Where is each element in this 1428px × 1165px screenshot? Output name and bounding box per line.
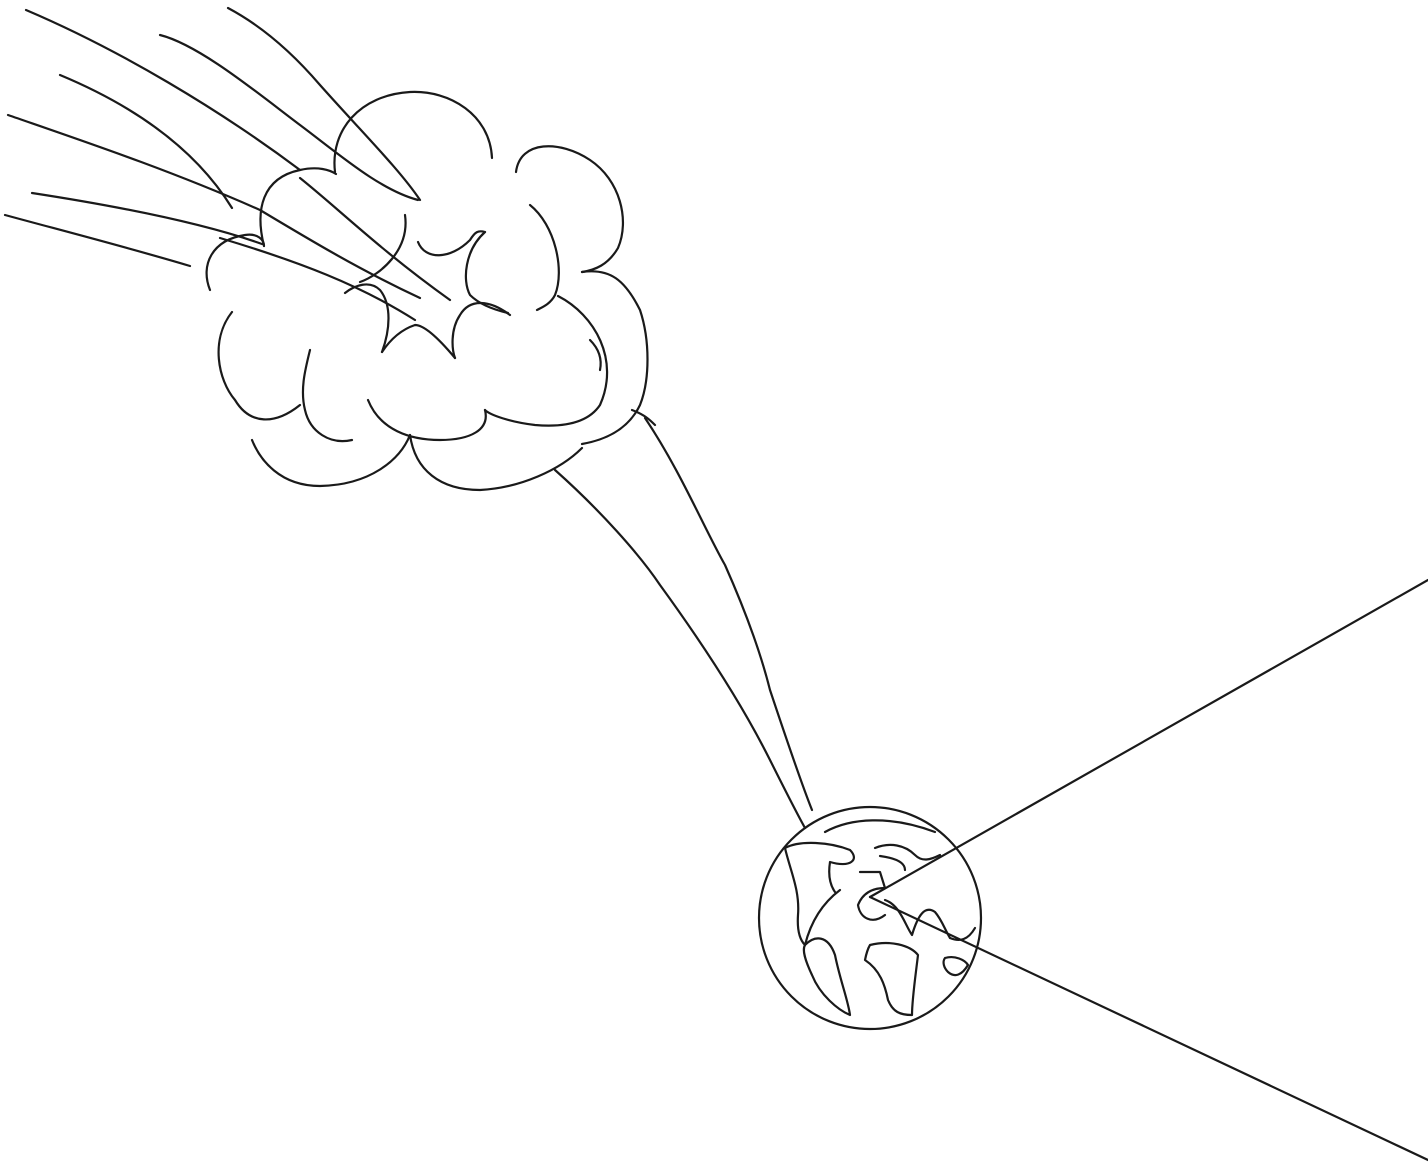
motion-line [228,8,420,200]
continent-outline [950,928,975,940]
cloud-inner [485,296,607,426]
cloud-lobe [582,271,648,444]
cloud-lobe [334,92,492,172]
continent-outline [944,957,968,975]
cloud-inner [368,400,486,440]
cloud-inner [345,284,389,352]
cloud-inner [530,205,559,310]
motion-line [26,10,300,170]
cloud-lobe [260,168,336,246]
motion-line [5,215,190,266]
continent-outline [880,856,905,870]
light-cone [870,580,1428,1160]
motion-lines [5,8,450,320]
continent-outline [785,848,805,945]
cloud-lobe [410,435,582,490]
cloud-inner [590,340,601,370]
cloud-lobe [516,146,623,272]
motion-line [160,35,418,200]
smoke-trail [555,418,812,828]
continent-outline [804,890,850,1015]
cloud-inner [466,232,508,313]
motion-line [8,115,420,298]
continent-outline [825,820,935,832]
trail-line [555,470,805,828]
beam-lower [870,897,1428,1160]
motion-line [300,178,450,300]
cloud-inner [382,325,455,358]
beam-upper [870,580,1428,897]
cloud-inner [303,350,352,441]
trail-line [645,418,812,810]
cloud-inner [632,410,655,425]
cloud-lobe [252,435,410,486]
continent-outline [865,943,918,1015]
earth-globe [759,807,981,1029]
cloud-lobe [219,312,300,419]
globe-outline [759,807,981,1029]
